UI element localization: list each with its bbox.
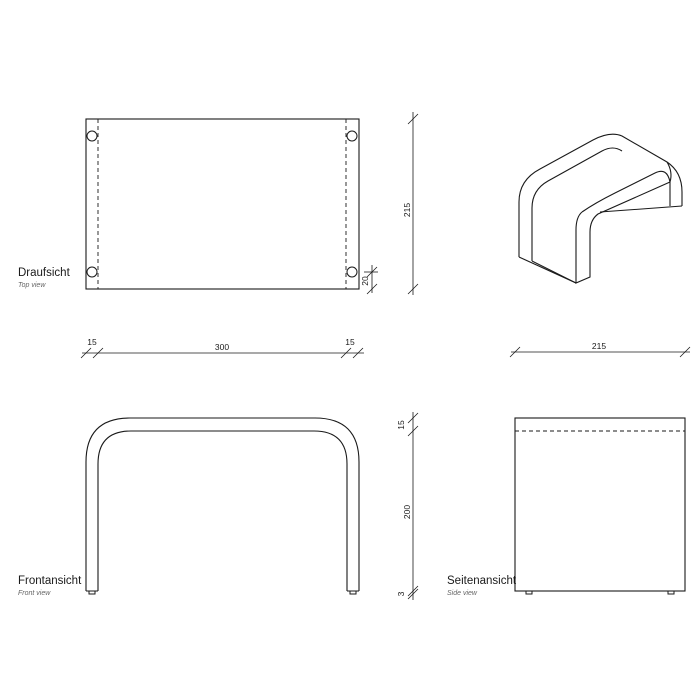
top-view bbox=[85, 118, 360, 290]
mounting-hole-top-right bbox=[346, 130, 358, 142]
side-view-outline bbox=[514, 417, 686, 592]
front-view-title: Frontansicht bbox=[18, 575, 82, 587]
front-view bbox=[85, 417, 360, 595]
front-leg-height-value: 200 bbox=[402, 505, 412, 519]
front-left-foot bbox=[88, 590, 96, 595]
mounting-hole-top-left bbox=[86, 130, 98, 142]
side-view-subtitle: Side view bbox=[447, 590, 478, 597]
front-view-subtitle: Front view bbox=[18, 590, 51, 597]
iso-depth-dimension: 215 bbox=[509, 341, 691, 358]
iso-depth-value: 215 bbox=[592, 341, 606, 351]
width-dimension-chain: 15 300 15 bbox=[80, 337, 364, 359]
side-view-title: Seitenansicht bbox=[447, 575, 517, 587]
side-right-foot bbox=[667, 590, 675, 595]
top-view-outline bbox=[85, 118, 360, 290]
top-view-title: Draufsicht bbox=[18, 267, 71, 279]
side-left-foot bbox=[525, 590, 533, 595]
side-view bbox=[514, 417, 686, 595]
front-top-thickness-value: 15 bbox=[396, 420, 406, 430]
top-view-subtitle: Top view bbox=[18, 282, 46, 289]
width-left-edge-value: 15 bbox=[87, 337, 97, 347]
mounting-hole-bottom-right bbox=[346, 266, 358, 278]
front-foot-value: 3 bbox=[396, 591, 406, 596]
width-main-value: 300 bbox=[215, 342, 229, 352]
mounting-hole-bottom-left bbox=[86, 266, 98, 278]
top-depth-dimension: 215 bbox=[402, 112, 419, 295]
isometric-view bbox=[518, 133, 683, 284]
width-right-edge-value: 15 bbox=[345, 337, 355, 347]
hole-offset-value: 20 bbox=[360, 276, 370, 286]
front-height-dimension-chain: 15 200 3 bbox=[396, 412, 419, 600]
front-right-foot bbox=[349, 590, 357, 595]
top-depth-value: 215 bbox=[402, 203, 412, 217]
hole-offset-dimension: 20 bbox=[360, 265, 378, 295]
